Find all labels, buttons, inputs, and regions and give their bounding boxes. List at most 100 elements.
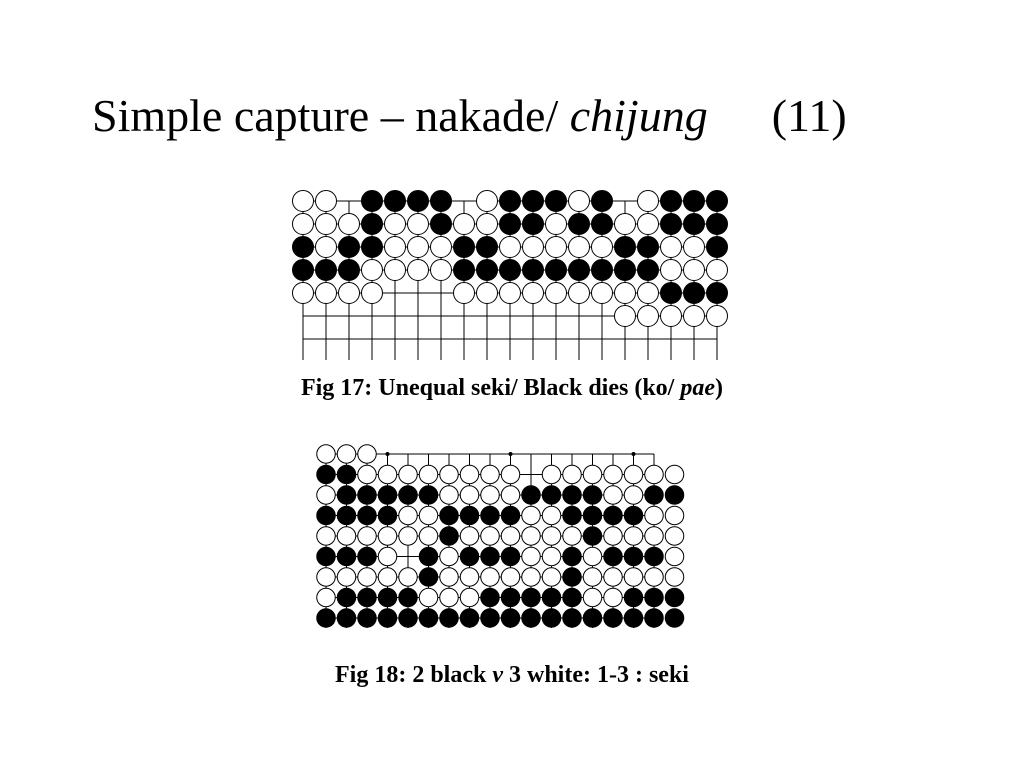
black-stone [336, 587, 357, 608]
white-stone [407, 213, 429, 235]
white-stone [459, 567, 480, 587]
white-stone [582, 464, 603, 485]
black-stone [499, 213, 521, 235]
figure-18-caption-main: Fig 18: 2 black [335, 662, 493, 688]
black-stone [664, 587, 685, 608]
white-stone [407, 236, 429, 258]
black-stone [644, 587, 664, 608]
white-stone [439, 485, 459, 505]
black-stone [603, 546, 623, 567]
white-stone [377, 546, 398, 567]
white-stone [439, 546, 459, 567]
white-stone [459, 485, 480, 505]
white-stone [384, 259, 406, 281]
figure-17-caption-main: Fig 17: Unequal seki/ Black dies (ko/ [300, 375, 681, 401]
star-point [631, 452, 636, 456]
black-stone [603, 505, 623, 526]
white-stone [316, 567, 336, 587]
black-stone [660, 213, 682, 235]
black-stone [316, 608, 336, 628]
white-stone [521, 546, 541, 567]
white-stone [522, 282, 544, 304]
white-stone [568, 282, 590, 304]
figure-18-caption-end: 3 white: 1-3 : seki [503, 662, 689, 688]
black-stone [398, 608, 418, 628]
black-stone [582, 526, 603, 546]
black-stone [316, 505, 336, 526]
black-stone [683, 190, 705, 212]
white-stone [500, 526, 521, 546]
black-stone [336, 464, 357, 485]
black-stone [562, 587, 582, 608]
go-board-figure-17 [292, 190, 728, 360]
black-stone [480, 546, 500, 567]
white-stone [338, 282, 360, 304]
white-stone [316, 485, 336, 505]
black-stone [357, 546, 377, 567]
white-stone [480, 464, 500, 485]
black-stone [644, 485, 664, 505]
white-stone [591, 236, 613, 258]
white-stone [292, 213, 314, 235]
white-stone [430, 236, 452, 258]
black-stone [623, 608, 644, 628]
black-stone [706, 282, 728, 304]
go-board-figure-18 [316, 444, 685, 628]
white-stone [459, 526, 480, 546]
white-stone [398, 464, 418, 485]
black-stone [522, 259, 544, 281]
white-stone [664, 505, 685, 526]
white-stone [664, 464, 685, 485]
white-stone [541, 567, 562, 587]
white-stone [568, 190, 590, 212]
black-stone [562, 567, 582, 587]
black-stone [336, 505, 357, 526]
white-stone [664, 526, 685, 546]
white-stone [660, 259, 682, 281]
white-stone [476, 282, 498, 304]
white-stone [377, 526, 398, 546]
black-stone [637, 236, 659, 258]
figure-17-caption-end: ) [715, 375, 724, 401]
black-stone [521, 608, 541, 628]
black-stone [418, 567, 439, 587]
white-stone [706, 259, 728, 281]
slide-title-italic: chijung [569, 90, 708, 141]
white-stone [582, 567, 603, 587]
black-stone [660, 190, 682, 212]
white-stone [521, 526, 541, 546]
white-stone [623, 567, 644, 587]
white-stone [603, 485, 623, 505]
white-stone [614, 213, 636, 235]
white-stone [582, 546, 603, 567]
white-stone [545, 236, 567, 258]
black-stone [521, 587, 541, 608]
white-stone [398, 526, 418, 546]
white-stone [568, 236, 590, 258]
black-stone [637, 259, 659, 281]
black-stone [623, 505, 644, 526]
white-stone [377, 567, 398, 587]
white-stone [398, 505, 418, 526]
white-stone [562, 464, 582, 485]
white-stone [336, 526, 357, 546]
black-stone [316, 464, 336, 485]
black-stone [357, 505, 377, 526]
figure-17-caption: Fig 17: Unequal seki/ Black dies (ko/ pa… [0, 375, 1024, 402]
white-stone [384, 236, 406, 258]
black-stone [418, 485, 439, 505]
white-stone [500, 567, 521, 587]
white-stone [562, 526, 582, 546]
white-stone [541, 464, 562, 485]
black-stone [459, 608, 480, 628]
white-stone [644, 505, 664, 526]
black-stone [582, 608, 603, 628]
black-stone [683, 282, 705, 304]
black-stone [500, 546, 521, 567]
black-stone [384, 190, 406, 212]
black-stone [499, 259, 521, 281]
white-stone [418, 526, 439, 546]
white-stone [315, 190, 337, 212]
black-stone [357, 587, 377, 608]
figure-18-caption-italic: v [492, 662, 503, 688]
